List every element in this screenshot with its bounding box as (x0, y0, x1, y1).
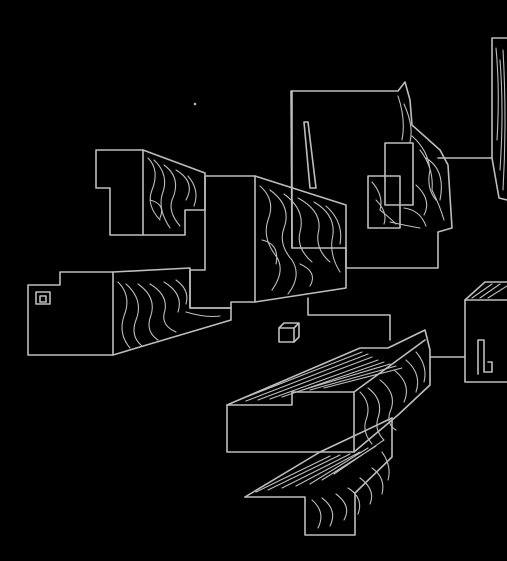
ink-speck (193, 102, 197, 106)
block-top-center (290, 81, 493, 269)
block-top-right-edge (491, 37, 507, 201)
board-bottom-lower (244, 417, 393, 536)
board-bottom-upper (226, 329, 466, 453)
block-left-upper (95, 149, 206, 236)
block-right-edge (464, 281, 507, 383)
small-cube (278, 322, 300, 343)
block-left-lower (27, 267, 232, 356)
connector-outline (307, 297, 391, 341)
block-center-vertical (189, 175, 347, 309)
